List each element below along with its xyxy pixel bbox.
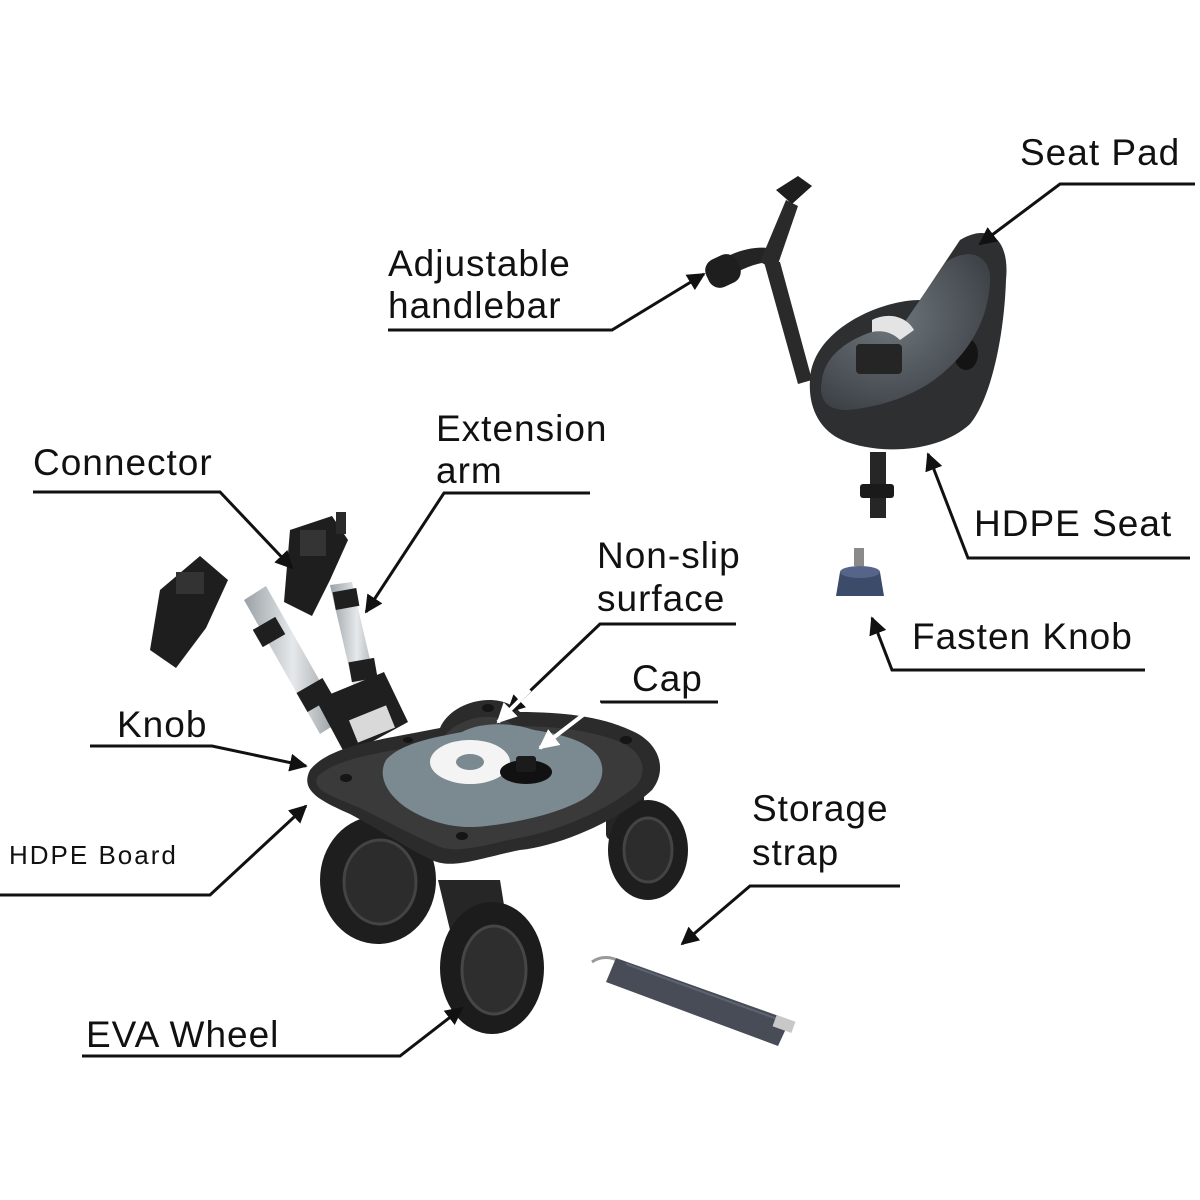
label-connector: Connector [33,442,213,483]
label-adjustable-handlebar-line1: Adjustable [388,243,571,284]
leader-adjustable-handlebar [388,272,706,332]
label-cap: Cap [632,658,703,699]
leader-knob [90,744,308,772]
non-slip-surface [382,724,603,828]
label-seat-pad: Seat Pad [1020,132,1181,173]
front-eva-wheel [438,880,544,1034]
seat-post [860,452,894,518]
extension-arms [244,582,384,734]
hinge-block [316,672,408,756]
label-extension-arm-line1: Extension [436,408,608,449]
leader-extension-arm [364,491,590,614]
label-extension-arm-line2: arm [436,450,503,491]
label-eva-wheel: EVA Wheel [86,1014,280,1055]
leader-connector [33,490,294,570]
label-non-slip-surface-line1: Non-slip [597,535,741,576]
leader-hdpe-board [0,804,308,897]
seat-illustration [705,176,1007,596]
leader-cap-pointer [538,700,602,750]
label-storage-strap-line1: Storage [752,788,889,829]
board-holes [340,704,632,840]
leader-storage-strap [680,884,900,946]
fasten-knob [836,548,884,596]
stroller-connectors [150,512,348,668]
leader-seat-pad [978,182,1195,246]
leader-lines [0,182,1195,1058]
label-knob: Knob [117,704,208,745]
leader-eva-wheel [82,1006,464,1058]
ride-on-board-illustration [150,512,688,1034]
label-fasten-knob: Fasten Knob [912,616,1133,657]
label-adjustable-handlebar-line2: handlebar [388,285,562,326]
label-hdpe-seat: HDPE Seat [974,503,1173,544]
leader-non-slip-surface [506,622,736,714]
leader-fasten-knob [869,616,1145,672]
label-storage-strap-line2: strap [752,832,840,873]
label-hdpe-board: HDPE Board [9,840,178,870]
leader-hdpe-seat [925,452,1190,560]
storage-strap [591,956,796,1046]
seat-pad [821,254,991,410]
label-non-slip-surface-line2: surface [597,578,726,619]
leader-non-slip-pointer [496,688,532,724]
board-cap [500,756,552,784]
adjustable-handlebar [705,176,812,384]
rear-left-wheel [320,816,436,944]
